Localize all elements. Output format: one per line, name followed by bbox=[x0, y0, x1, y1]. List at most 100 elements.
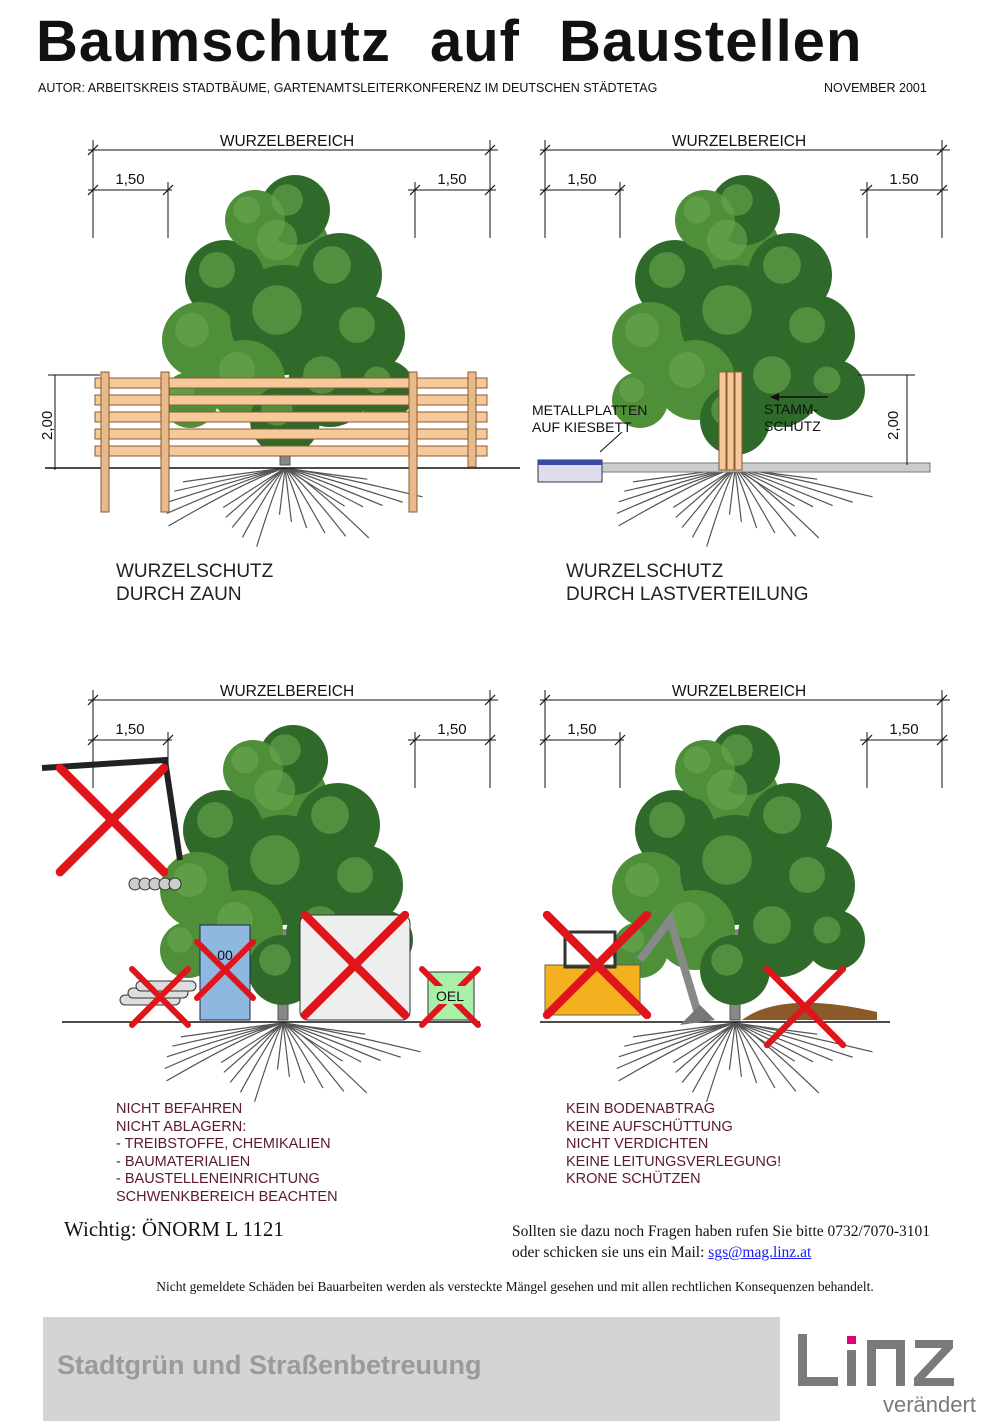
rule-item: SCHWENKBEREICH BEACHTEN bbox=[116, 1188, 338, 1205]
leader-line bbox=[599, 431, 623, 453]
canopy-highlight bbox=[721, 184, 753, 216]
canopy-highlight bbox=[624, 312, 660, 348]
root bbox=[276, 1022, 284, 1070]
dimension-tick bbox=[484, 184, 496, 196]
canopy-highlight bbox=[172, 862, 208, 898]
canopy-highlight bbox=[233, 196, 261, 224]
canopy-highlight bbox=[197, 802, 233, 838]
canopy-highlight bbox=[669, 902, 705, 938]
dimension-left: 1,50 bbox=[115, 721, 144, 738]
root bbox=[282, 1022, 291, 1077]
rule-item: NICHT VERDICHTEN bbox=[566, 1136, 709, 1152]
root bbox=[284, 467, 293, 522]
dimension-tick bbox=[936, 184, 948, 196]
rule-item: KEINE LEITUNGSVERLEGUNG! bbox=[566, 1153, 782, 1170]
canopy-highlight bbox=[649, 802, 685, 838]
canopy-highlight bbox=[256, 219, 298, 261]
fence-post bbox=[467, 371, 477, 468]
root bbox=[282, 1022, 421, 1053]
caption-fence: WURZELSCHUTZ DURCH ZAUN bbox=[116, 560, 273, 606]
canopy-highlight bbox=[339, 307, 375, 343]
dimension-tick bbox=[614, 734, 626, 746]
rules-right: KEIN BODENABTRAG KEINE AUFSCHÜTTUNG NICH… bbox=[566, 1101, 781, 1189]
trunk-guard-plank bbox=[734, 371, 743, 471]
dimension-right: 1.50 bbox=[889, 171, 918, 188]
root-zone-label: WURZELBEREICH bbox=[672, 133, 806, 150]
canopy-highlight bbox=[250, 835, 300, 885]
root bbox=[284, 467, 403, 503]
root bbox=[282, 1022, 401, 1058]
root bbox=[182, 467, 286, 483]
dimension-right: 1,50 bbox=[437, 721, 466, 738]
root bbox=[282, 1022, 306, 1084]
dimension-tick bbox=[539, 144, 551, 156]
metal-plate-top bbox=[538, 460, 602, 465]
canopy-highlight bbox=[683, 746, 711, 774]
fence-plank bbox=[94, 445, 488, 457]
root bbox=[239, 1022, 284, 1093]
fence-post bbox=[100, 371, 110, 513]
dimension-tick bbox=[936, 734, 948, 746]
dimension-tick bbox=[87, 144, 99, 156]
rule-item: - TREIBSTOFFE, CHEMIKALIEN bbox=[116, 1136, 331, 1152]
dimension-left: 1,50 bbox=[567, 171, 596, 188]
date: NOVEMBER 2001 bbox=[824, 81, 927, 95]
crane-boom bbox=[41, 756, 183, 861]
canopy-highlight bbox=[252, 285, 302, 335]
excavator-bucket bbox=[680, 1005, 715, 1025]
canopy-highlight bbox=[711, 944, 743, 976]
canopy-highlight bbox=[269, 734, 301, 766]
contact-mail: oder schicken sie uns ein Mail: sgs@mag.… bbox=[512, 1242, 930, 1263]
dimension-tick bbox=[539, 694, 551, 706]
dimension-right: 1,50 bbox=[437, 171, 466, 188]
root-zone-label: WURZELBEREICH bbox=[220, 133, 354, 150]
canopy-highlight bbox=[763, 796, 801, 834]
root bbox=[632, 1022, 736, 1038]
trunk-guard-plank bbox=[718, 371, 727, 471]
caption-load: WURZELSCHUTZ DURCH LASTVERTEILUNG bbox=[566, 560, 808, 606]
root bbox=[284, 467, 423, 498]
root bbox=[282, 1022, 324, 1089]
canopy-highlight bbox=[199, 252, 235, 288]
canopy-highlight bbox=[753, 356, 791, 394]
root bbox=[220, 1022, 284, 1064]
root bbox=[734, 1022, 758, 1084]
fence-post bbox=[408, 371, 418, 513]
caption-line: WURZELSCHUTZ bbox=[116, 561, 274, 582]
department-name: Stadtgrün und Straßenbetreuung bbox=[57, 1350, 482, 1380]
logo-tagline: verändert bbox=[883, 1392, 976, 1417]
root bbox=[282, 1022, 345, 1092]
dimension-tick bbox=[162, 734, 174, 746]
contact-mail-label: oder schicken sie uns ein Mail: bbox=[512, 1244, 709, 1261]
rule-item: KEIN BODENABTRAG bbox=[566, 1101, 716, 1117]
root bbox=[284, 467, 308, 529]
email-link[interactable]: sgs@mag.linz.at bbox=[708, 1244, 812, 1261]
canopy-highlight bbox=[706, 769, 748, 811]
dimension-tick bbox=[861, 184, 873, 196]
canopy-highlight bbox=[789, 307, 825, 343]
root bbox=[254, 1022, 284, 1102]
dimension-tick bbox=[409, 734, 421, 746]
dimension-tick bbox=[936, 694, 948, 706]
root bbox=[241, 467, 286, 538]
legal-notice: Nicht gemeldete Schäden bei Bauarbeiten … bbox=[156, 1279, 874, 1294]
canopy-highlight bbox=[763, 246, 801, 284]
prohibition-cross-icon bbox=[55, 763, 169, 877]
root bbox=[282, 1022, 368, 1094]
dimension-tick bbox=[87, 734, 99, 746]
root bbox=[282, 1022, 381, 1062]
dimension-tick bbox=[484, 734, 496, 746]
fence-plank bbox=[94, 411, 488, 423]
root bbox=[734, 1022, 853, 1058]
height-label: 2,00 bbox=[39, 411, 56, 440]
dimension-tick bbox=[162, 184, 174, 196]
page-title: Baumschutz auf Baustellen bbox=[36, 9, 863, 74]
fence-plank bbox=[94, 394, 488, 406]
prohibition-cross-icon bbox=[194, 939, 256, 1001]
root bbox=[728, 1022, 736, 1070]
canopy-highlight bbox=[254, 769, 296, 811]
root bbox=[284, 467, 370, 539]
root-zone-label: WURZELBEREICH bbox=[672, 683, 806, 700]
trunk-guard-plank bbox=[726, 371, 735, 471]
